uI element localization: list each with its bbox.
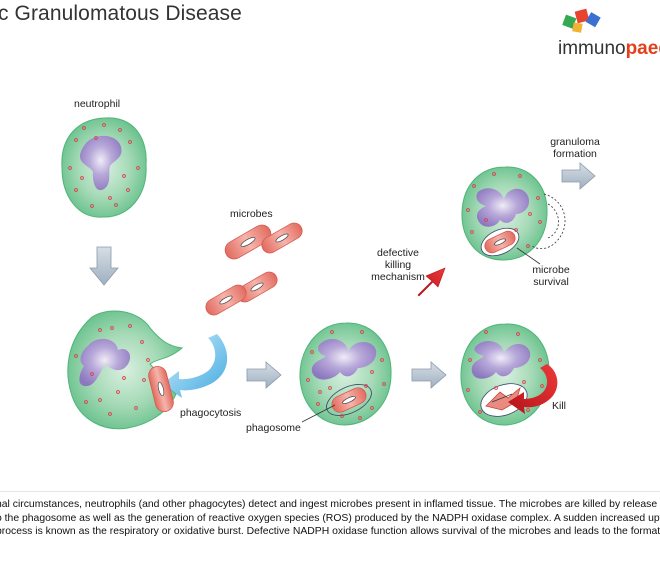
label-neutrophil: neutrophil [74, 98, 121, 110]
brand-logo: immunopaed [558, 38, 660, 60]
label-phagocytosis: phagocytosis [180, 407, 242, 419]
label-granuloma-line2: formation [553, 148, 597, 160]
page-title: c Granulomatous Disease [0, 2, 242, 25]
phagosome-cell [299, 322, 392, 426]
granuloma-arrow-icon [561, 162, 596, 190]
survival-pointer-line [516, 247, 541, 265]
label-microbe-survival: microbe survival [526, 264, 576, 288]
label-defective-line1: defective [376, 247, 420, 259]
engulfing-neutrophil-cell [67, 310, 184, 430]
caption-line-3: process is known as the respiratory or o… [0, 526, 660, 538]
microbe-kill-cell [460, 323, 550, 426]
caption-line-1: nal circumstances, neutrophils (and othe… [0, 499, 660, 510]
brand-text-part2: paed [625, 38, 660, 59]
caption-text: nal circumstances, neutrophils (and othe… [0, 498, 660, 539]
label-defective-killing: defective killing mechanism [366, 247, 430, 283]
label-survival-line2: survival [533, 276, 569, 288]
label-defective-line2: killing [384, 259, 412, 271]
caption-line-2: o the phagosome as well as the generatio… [0, 512, 660, 524]
right-arrow-icon [246, 361, 282, 389]
down-arrow-icon [89, 246, 119, 286]
right-arrow-icon [411, 361, 447, 389]
microbes-group [205, 222, 303, 316]
phagocytosis-arrow-icon [162, 334, 228, 398]
label-defective-line3: mechanism [371, 271, 425, 283]
label-granuloma-line1: granuloma [550, 136, 600, 148]
defective-killing-arrow-icon [417, 267, 446, 297]
granuloma-dashed-outline [547, 203, 559, 239]
caption-divider [0, 491, 660, 492]
label-survival-line1: microbe [532, 264, 570, 276]
label-microbes: microbes [230, 208, 273, 220]
label-phagosome: phagosome [246, 422, 301, 434]
brand-logo-icon [562, 8, 601, 33]
kill-arrow-icon [508, 364, 558, 414]
phagosome-pointer-line [301, 404, 336, 423]
neutrophil-cell [61, 117, 147, 218]
label-kill: Kill [552, 400, 567, 412]
brand-text-part1: immuno [558, 38, 626, 59]
granuloma-dashed-outline [531, 193, 566, 250]
label-granuloma-formation: granuloma formation [545, 136, 605, 160]
microbe-survival-cell [461, 166, 548, 261]
